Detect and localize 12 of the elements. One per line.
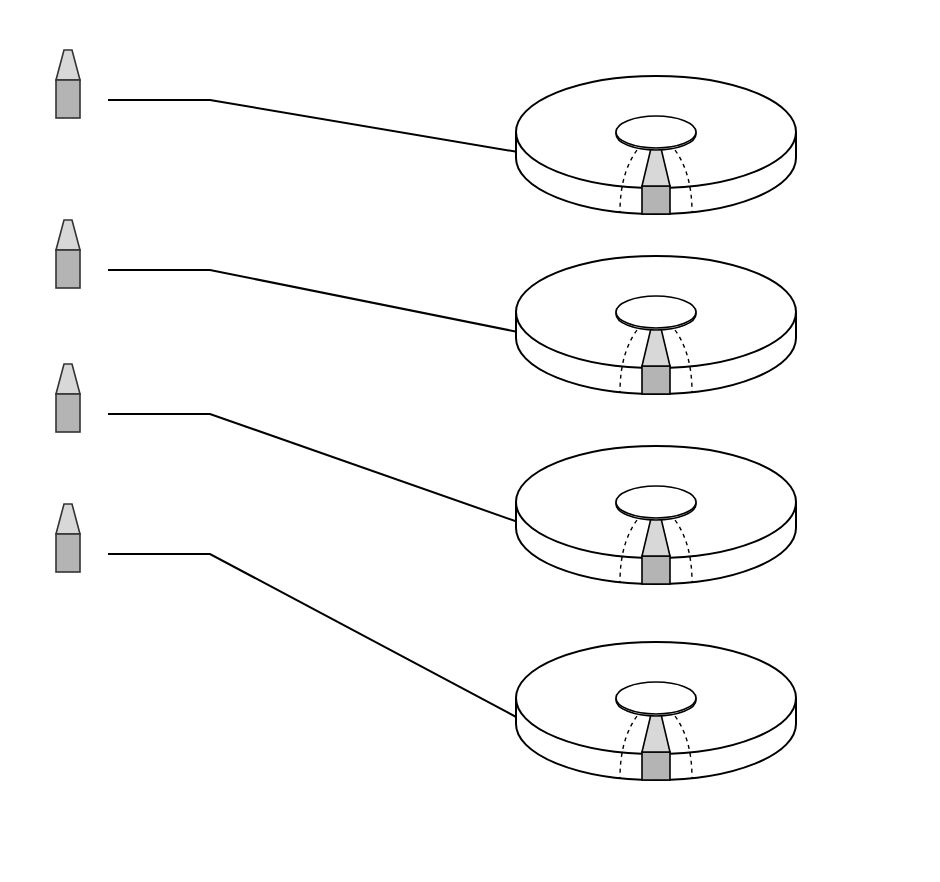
leader-line [107,413,519,523]
disk-drawing [515,445,797,585]
peg-drawing [54,49,82,119]
leader-line [107,269,519,333]
leader-line [107,99,519,153]
disk-drawing [515,75,797,215]
disk-drawing [515,255,797,395]
leader-line [107,553,519,719]
peg-drawing [54,363,82,433]
disk-drawing [515,641,797,781]
peg-drawing [54,503,82,573]
peg-drawing [54,219,82,289]
